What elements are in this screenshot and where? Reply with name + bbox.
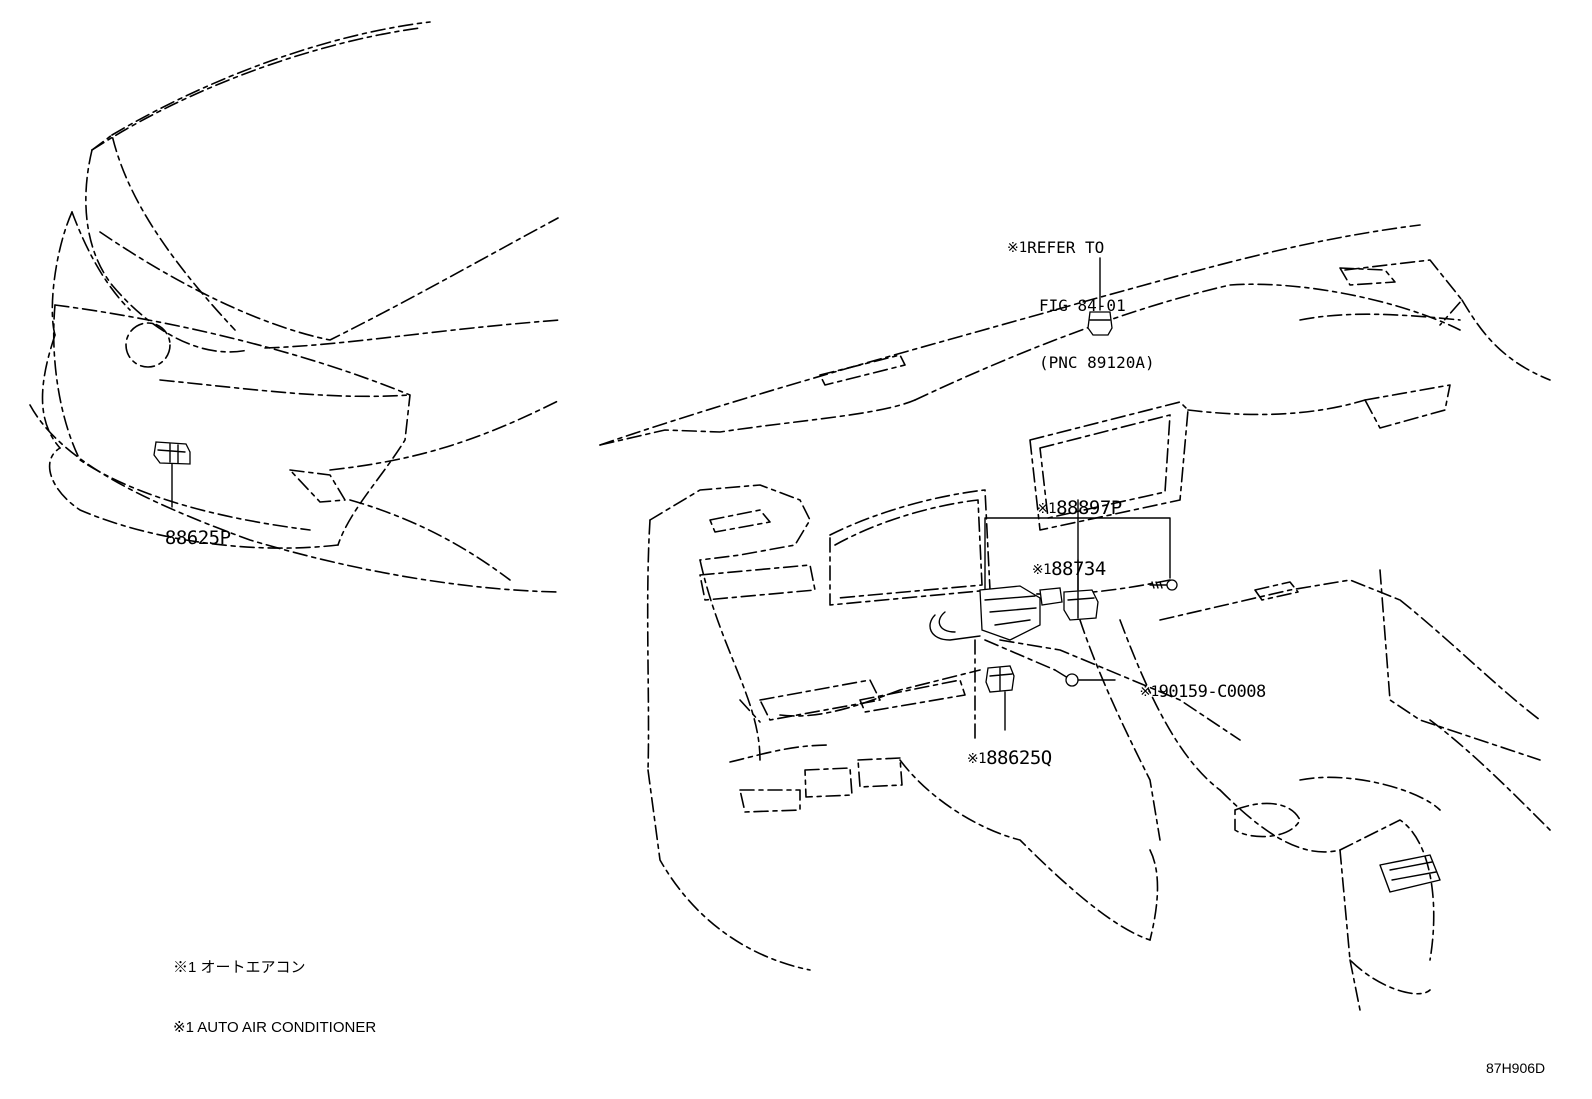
callout-88625P: 88625P — [143, 510, 231, 548]
refer-line-3: (PNC 89120A) — [1039, 353, 1155, 372]
callout-90159-number: 90159-C0008 — [1158, 682, 1267, 702]
legend: ※1 オートエアコン ※1 AUTO AIR CONDITIONER — [173, 918, 376, 1058]
part-90159-icon — [984, 639, 1116, 687]
screw-icon — [1149, 579, 1178, 591]
part-89120A-icon — [1087, 257, 1113, 336]
callout-88625P-number: 88625P — [164, 527, 231, 549]
refer-note: ※1REFER TO FIG 84-01 (PNC 89120A) — [1007, 200, 1155, 391]
callout-90159-C0008: ※190159-C0008 — [1120, 667, 1266, 701]
callout-88734-number: 88734 — [1051, 558, 1106, 580]
callout-88625Q-mark: ※1 — [966, 751, 987, 767]
legend-line-jp: ※1 オートエアコン — [173, 959, 306, 976]
vehicle-front-outline — [29, 21, 561, 593]
part-88625P-icon — [153, 441, 191, 508]
figure-id: 87H906D — [1486, 1060, 1546, 1076]
part-climate-unit-icon — [929, 585, 1063, 641]
legend-line-en: ※1 AUTO AIR CONDITIONER — [173, 1019, 377, 1036]
refer-line-2: FIG 84-01 — [1039, 296, 1126, 315]
refer-mark: ※1 — [1007, 240, 1028, 256]
part-88734-icon — [1063, 559, 1099, 621]
callout-88734-mark: ※1 — [1031, 562, 1052, 578]
refer-line-1: REFER TO — [1027, 238, 1105, 257]
instrument-panel-outline — [599, 224, 1551, 1011]
callout-88897P-number: 88897P — [1056, 497, 1122, 519]
callout-88625Q: ※188625Q — [945, 730, 1052, 768]
callout-88734: ※188734 — [1010, 541, 1106, 579]
callout-90159-mark: ※1 — [1139, 684, 1159, 700]
callout-88625Q-number: 88625Q — [986, 747, 1052, 769]
callout-88897P-mark: ※1 — [1036, 501, 1057, 517]
callout-88897P: ※188897P — [1015, 480, 1122, 518]
part-88625Q-icon — [974, 639, 1015, 741]
